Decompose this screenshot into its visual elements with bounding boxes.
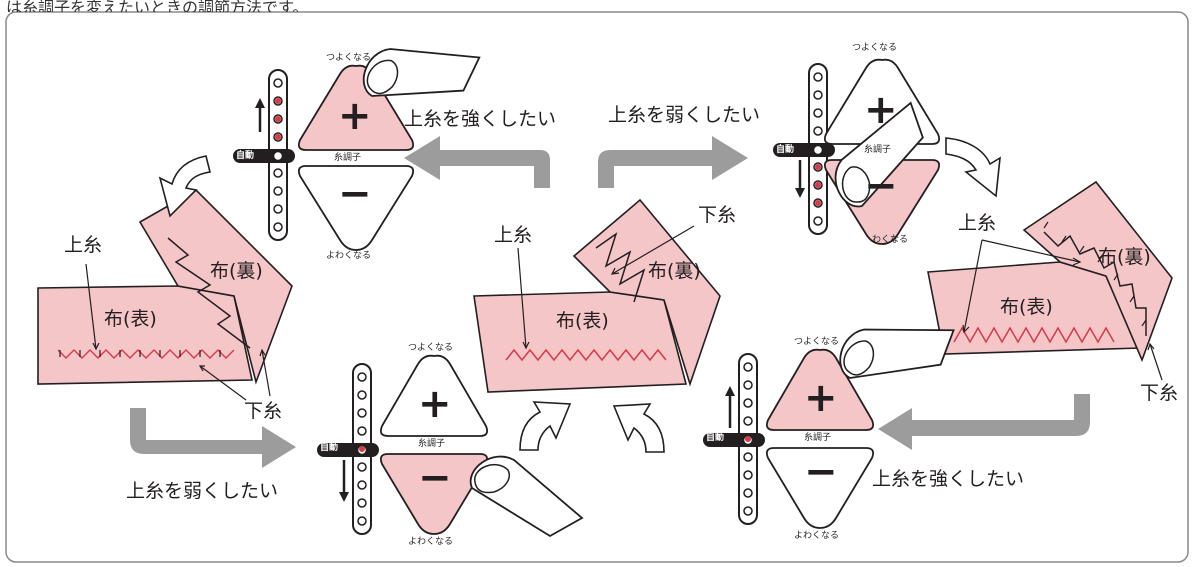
auto-label-bl: 自動 <box>320 443 339 453</box>
label-lower-thread-left: 下糸 <box>244 400 283 422</box>
tension-label-bl: 糸調子 <box>418 439 446 449</box>
gauge-top-right <box>772 63 836 235</box>
left-fabric-illustration <box>37 189 293 401</box>
stronger-label-br: つよくなる <box>794 337 840 347</box>
minus-sign-br: − <box>804 449 838 495</box>
auto-label-br: 自動 <box>706 433 725 443</box>
auto-label-tr: 自動 <box>776 145 795 155</box>
weaker-label-tl: よわくなる <box>326 251 372 261</box>
stronger-label-bl: つよくなる <box>408 343 454 353</box>
tension-buttons <box>297 58 941 535</box>
label-lower-thread-right: 下糸 <box>1140 382 1179 404</box>
minus-sign-tr: − <box>864 163 898 209</box>
center-fabric-illustration <box>473 198 721 393</box>
label-upper-thread-left: 上糸 <box>64 234 103 256</box>
label-fabric-front-center: 布(表) <box>556 310 609 332</box>
label-weaker-upper-top: 上糸を弱くしたい <box>608 104 761 126</box>
label-upper-thread-right: 上糸 <box>958 212 997 234</box>
tension-label-br: 糸調子 <box>804 433 832 443</box>
label-fabric-back-center: 布(裏) <box>648 260 701 282</box>
label-upper-thread-center: 上糸 <box>494 224 533 246</box>
label-fabric-back-left: 布(裏) <box>210 260 263 282</box>
tension-label-tr: 糸調子 <box>864 145 892 155</box>
label-weaker-upper-bottom: 上糸を弱くしたい <box>126 480 279 502</box>
plus-sign-tr: + <box>864 87 898 133</box>
label-fabric-front-left: 布(表) <box>104 308 157 330</box>
gray-arrows <box>130 136 1090 468</box>
plus-sign-br: + <box>804 375 838 421</box>
weaker-partial-label-tr: わくなる <box>872 235 909 245</box>
label-stronger-upper-bottom: 上糸を強くしたい <box>872 468 1025 490</box>
label-fabric-front-right: 布(表) <box>1000 296 1053 318</box>
weaker-label-br: よわくなる <box>794 531 840 541</box>
minus-sign-tl: − <box>338 171 372 217</box>
label-lower-thread-center: 下糸 <box>698 204 737 226</box>
gauge-bottom-right <box>702 353 766 525</box>
label-stronger-upper-top: 上糸を強くしたい <box>404 108 557 130</box>
white-curved-arrows <box>158 137 1001 453</box>
auto-label-tl: 自動 <box>236 151 255 161</box>
frame-border <box>5 11 1189 563</box>
label-fabric-back-right: 布(裏) <box>1098 246 1151 268</box>
tension-label-tl: 糸調子 <box>334 153 362 163</box>
minus-sign-bl: − <box>418 455 452 501</box>
plus-sign-bl: + <box>418 381 452 427</box>
stronger-label-tl: つよくなる <box>326 53 372 63</box>
plus-sign-tl: + <box>338 93 372 139</box>
gauge-top-left <box>232 69 296 241</box>
stronger-label-tr: つよくなる <box>852 43 898 53</box>
gauge-bottom-left <box>316 363 380 535</box>
weaker-label-bl: よわくなる <box>408 537 454 547</box>
finger-bottom-left <box>469 455 583 537</box>
header-text: は糸調子を変えたいときの調節方法です。 <box>6 0 309 12</box>
